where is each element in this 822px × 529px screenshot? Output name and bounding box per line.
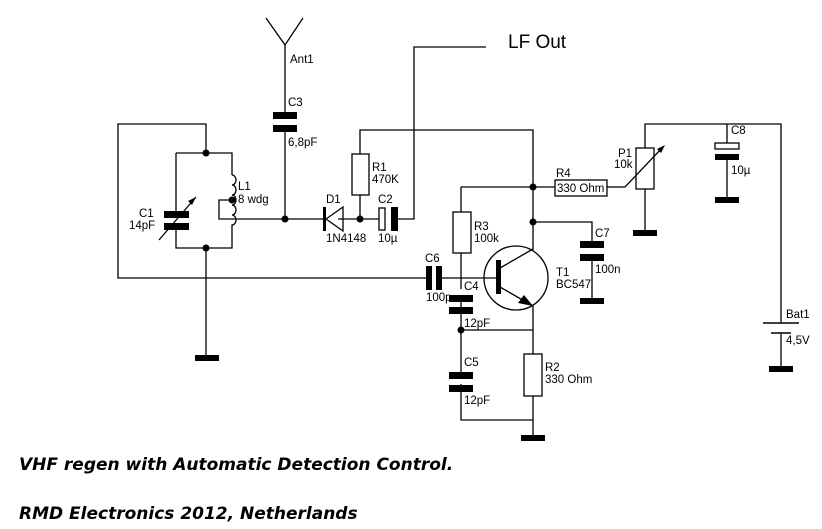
l1-value: 8 wdg [238, 194, 269, 206]
potentiometer-p1: P1 10k [614, 145, 665, 190]
c7-value: 100n [595, 264, 621, 276]
ant1-ref: Ant1 [290, 54, 314, 66]
r4-ref: R4 [556, 168, 571, 180]
capacitor-c5: C5 12pF [449, 357, 490, 407]
inductor-l1: L1 8 wdg [231, 174, 269, 232]
c4-value: 12pF [464, 318, 490, 330]
ground-icon [580, 298, 604, 304]
resistor-r3: R3 100k [452, 211, 499, 254]
electrolytic-capacitor-c2: C2 10µ [378, 194, 398, 245]
ground-icon [195, 355, 219, 361]
junction [356, 215, 364, 223]
ground-icon [633, 230, 657, 236]
electrolytic-capacitor-c8: C8 10µ [714, 125, 751, 177]
c6-value: 100p [426, 292, 452, 304]
c8-value: 10µ [731, 165, 751, 177]
c4-ref: C4 [464, 281, 479, 293]
capacitor-c3: C3 6,8pF [273, 97, 317, 149]
c5-ref: C5 [464, 357, 479, 369]
r3-value: 100k [474, 233, 499, 245]
junction [529, 183, 537, 191]
t1-value: BC547 [556, 279, 591, 291]
battery-bat1: Bat1 4,5V [763, 309, 810, 347]
variable-capacitor-c1: C1 14pF [129, 196, 197, 241]
junction [202, 244, 210, 252]
c1-value: 14pF [129, 220, 155, 232]
resistor-r4: 330 Ohm R4 [554, 168, 608, 197]
c8-ref: C8 [731, 125, 746, 137]
c1-ref: C1 [139, 208, 154, 220]
schematic-title: VHF regen with Automatic Detection Contr… [19, 455, 454, 475]
r1-ref: R1 [372, 162, 387, 174]
diode-d1: D1 1N4148 [323, 194, 366, 245]
junction [529, 218, 537, 226]
wires [117, 45, 782, 438]
lf-out-label: LF Out [508, 32, 567, 53]
c2-value: 10µ [378, 233, 398, 245]
c6-ref: C6 [425, 253, 440, 265]
r1-value: 470K [372, 174, 399, 186]
antenna-symbol: Ant1 [265, 17, 314, 66]
resistor-r1: R1 470K [351, 153, 399, 196]
t1-ref: T1 [556, 267, 569, 279]
junction [228, 196, 236, 204]
transistor-t1: T1 BC547 [483, 245, 591, 311]
junction [281, 215, 289, 223]
c2-ref: C2 [378, 194, 393, 206]
c3-ref: C3 [288, 97, 303, 109]
junction [457, 326, 465, 334]
r4-value: 330 Ohm [557, 183, 604, 195]
c5-value: 12pF [464, 395, 490, 407]
junctions [202, 149, 537, 334]
ground-icon [521, 435, 545, 441]
grounds [195, 197, 793, 441]
capacitor-c7: C7 100n [580, 228, 621, 276]
l1-ref: L1 [238, 181, 251, 193]
d1-ref: D1 [326, 194, 341, 206]
capacitor-c6: C6 100p [425, 253, 452, 304]
junction [202, 149, 210, 157]
p1-value: 10k [614, 159, 633, 171]
ground-icon [715, 197, 739, 203]
c7-ref: C7 [595, 228, 610, 240]
r2-ref: R2 [545, 362, 560, 374]
bat1-value: 4,5V [786, 335, 810, 347]
capacitor-c4: C4 12pF [449, 281, 490, 330]
p1-ref: P1 [618, 148, 632, 160]
r2-value: 330 Ohm [545, 374, 592, 386]
bat1-ref: Bat1 [786, 309, 810, 321]
c3-value: 6,8pF [288, 137, 317, 149]
ground-icon [769, 366, 793, 372]
credit-line: RMD Electronics 2012, Netherlands [19, 504, 358, 524]
d1-value: 1N4148 [326, 233, 366, 245]
r3-ref: R3 [474, 221, 489, 233]
resistor-r2: R2 330 Ohm [523, 353, 592, 397]
